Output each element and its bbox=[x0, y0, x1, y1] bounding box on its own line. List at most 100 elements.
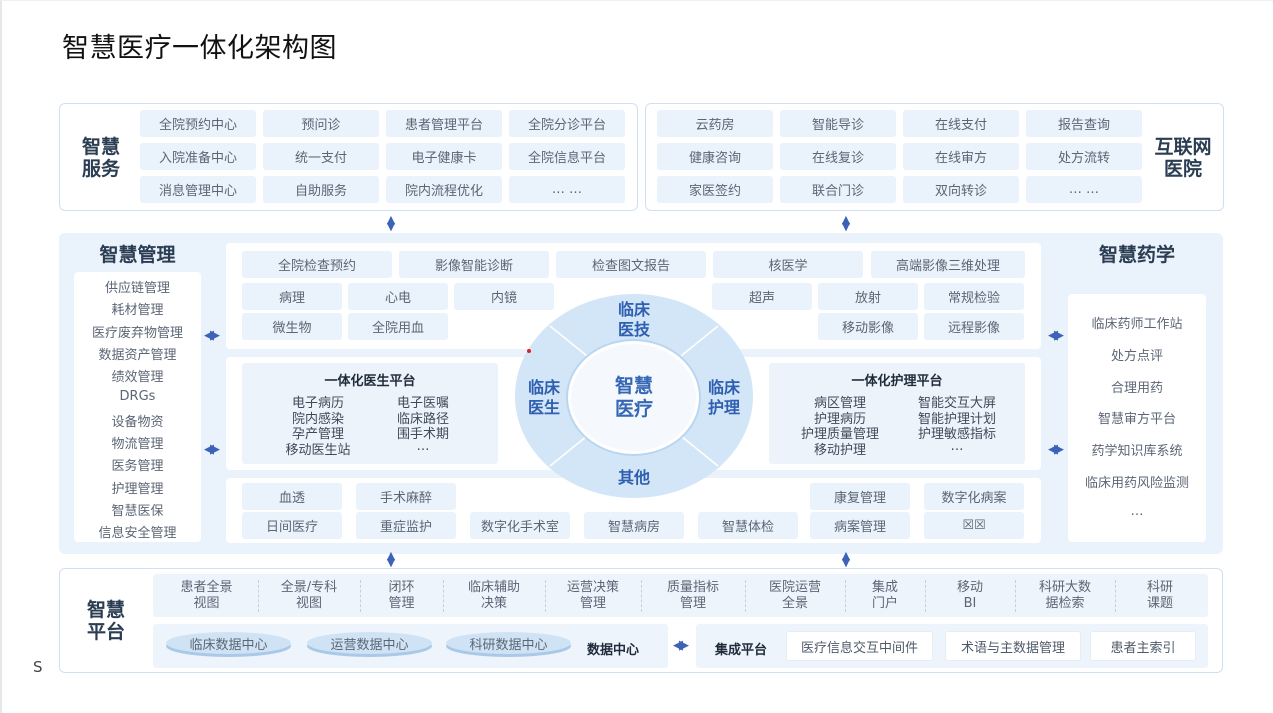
doctor-platform-item: 移动医生站 bbox=[285, 442, 351, 458]
capability-item: 患者全景视图 bbox=[180, 580, 233, 611]
others-item: 智慧病房 bbox=[584, 512, 684, 539]
red-marker-dot bbox=[527, 349, 531, 353]
internet-hospital-item: 智能导诊 bbox=[780, 110, 896, 137]
nursing-platform-item: 移动护理 bbox=[813, 442, 866, 458]
data-center-disk: 科研数据中心 bbox=[446, 632, 571, 654]
internet-hospital-item: 在线复诊 bbox=[780, 143, 896, 170]
capability-item: 闭环管理 bbox=[388, 580, 415, 611]
capability-item: 质量指标管理 bbox=[666, 580, 719, 611]
capability-item: 全景/专科视图 bbox=[280, 580, 338, 611]
internet-hospital-item: 云药房 bbox=[657, 110, 773, 137]
medtech-item: 高端影像三维处理 bbox=[871, 251, 1025, 278]
smart-service-item: 电子健康卡 bbox=[386, 143, 502, 170]
ring-label-clinical-medtech: 临床医技 bbox=[617, 300, 650, 339]
ring-dividers bbox=[549, 325, 719, 467]
medtech-item: 核医学 bbox=[713, 251, 863, 278]
ring-label-clinical-doctor: 临床医生 bbox=[527, 378, 560, 417]
nursing-platform-item: … bbox=[950, 438, 964, 454]
medtech-item: 检查图文报告 bbox=[556, 251, 706, 278]
capability-item: 科研大数据检索 bbox=[1038, 580, 1091, 611]
smart-service-item: 入院准备中心 bbox=[140, 143, 256, 170]
capability-item: 临床辅助决策 bbox=[467, 580, 520, 611]
page-title: 智慧医疗一体化架构图 bbox=[62, 33, 337, 64]
smart-pharmacy-item: 智慧审方平台 bbox=[1097, 412, 1176, 428]
nursing-platform-item: 护理质量管理 bbox=[800, 427, 879, 442]
smart-management-label: 智慧管理 bbox=[99, 244, 176, 266]
internet-hospital-item: 报告查询 bbox=[1026, 110, 1142, 137]
capability-separator bbox=[258, 580, 259, 612]
capability-separator bbox=[1115, 580, 1116, 612]
data-center-disk: 运营数据中心 bbox=[307, 632, 432, 654]
capability-separator bbox=[845, 580, 846, 612]
double-arrow-vertical-icon: ▲▼ bbox=[386, 549, 396, 569]
medtech-item: 远程影像 bbox=[924, 313, 1024, 340]
capability-item: 科研课题 bbox=[1146, 580, 1173, 611]
smart-management-item: 医疗废弃物管理 bbox=[91, 325, 183, 341]
capabilities-bar bbox=[153, 574, 1208, 617]
capability-item: 集成门户 bbox=[871, 580, 898, 611]
others-item: 康复管理 bbox=[810, 483, 910, 510]
medtech-item: 全院检查预约 bbox=[242, 251, 392, 278]
others-item: 智慧体检 bbox=[698, 512, 798, 539]
others-item: 日间医疗 bbox=[242, 512, 342, 539]
smart-service-item: 自助服务 bbox=[263, 176, 379, 203]
smart-pharmacy-label: 智慧药学 bbox=[1098, 244, 1175, 266]
smart-pharmacy-item: 合理用药 bbox=[1110, 380, 1163, 396]
ring-label-other: 其他 bbox=[617, 468, 650, 487]
smart-management-item: 信息安全管理 bbox=[98, 526, 177, 542]
doctor-platform-item: 电子病历 bbox=[291, 396, 344, 411]
doctor-platform-box bbox=[242, 363, 498, 464]
smart-service-item: 院内流程优化 bbox=[386, 176, 502, 203]
nursing-platform-title: 一体化护理平台 bbox=[851, 374, 943, 389]
smart-service-item: 全院分诊平台 bbox=[509, 110, 625, 137]
smart-management-item: 设备物资 bbox=[111, 414, 164, 430]
internet-hospital-item: 在线审方 bbox=[903, 143, 1019, 170]
double-arrow-horizontal-icon: ◀▶ bbox=[1048, 328, 1064, 343]
integration-item: 患者主索引 bbox=[1090, 631, 1196, 661]
capability-separator bbox=[745, 580, 746, 612]
integration-platform-label: 集成平台 bbox=[715, 643, 768, 658]
data-center-disk: 临床数据中心 bbox=[166, 632, 291, 654]
internet-hospital-item: 在线支付 bbox=[903, 110, 1019, 137]
double-arrow-horizontal-icon: ◀▶ bbox=[1048, 442, 1064, 457]
nursing-platform-item: 智能护理计划 bbox=[917, 411, 996, 427]
medtech-item: 全院用血 bbox=[348, 313, 448, 340]
doctor-platform-item: 围手术期 bbox=[396, 427, 449, 442]
medtech-item: 常规检验 bbox=[924, 283, 1024, 310]
nursing-platform-item: 智能交互大屏 bbox=[917, 396, 996, 411]
capability-separator bbox=[925, 580, 926, 612]
smart-pharmacy-item: … bbox=[1130, 503, 1144, 519]
ring-divider-line bbox=[680, 325, 719, 357]
others-item: 数字化病案 bbox=[924, 483, 1024, 510]
smart-service-item: 预问诊 bbox=[263, 110, 379, 137]
smart-management-item: 护理管理 bbox=[111, 481, 164, 497]
others-item: 重症监护 bbox=[356, 512, 456, 539]
nursing-platform-box bbox=[769, 363, 1025, 464]
double-arrow-horizontal-icon: ◀▶ bbox=[673, 638, 689, 653]
integration-item: 术语与主数据管理 bbox=[945, 631, 1081, 661]
double-arrow-vertical-icon: ▲▼ bbox=[841, 549, 851, 569]
smart-service-item: 统一支付 bbox=[263, 143, 379, 170]
medtech-item: 内镜 bbox=[454, 283, 554, 310]
doctor-platform-item: 院内感染 bbox=[291, 411, 344, 427]
smart-management-item: DRGs bbox=[119, 388, 156, 404]
capability-separator bbox=[443, 580, 444, 612]
smart-service-item: 全院预约中心 bbox=[140, 110, 256, 137]
core-label-smart-medical: 智慧医疗 bbox=[614, 375, 653, 420]
ring-divider-line bbox=[549, 325, 588, 357]
smart-pharmacy-list: 临床药师工作站处方点评合理用药智慧审方平台药学知识库系统临床用药风险监测… bbox=[1068, 294, 1206, 542]
smart-management-item: 智慧医保 bbox=[111, 504, 164, 519]
others-item: ☒☒ bbox=[924, 512, 1024, 539]
doctor-platform-item: … bbox=[416, 438, 430, 454]
internet-hospital-item: 家医签约 bbox=[657, 176, 773, 203]
medtech-item: 移动影像 bbox=[818, 313, 918, 340]
nursing-platform-item: 病区管理 bbox=[813, 396, 866, 411]
ring-label-clinical-nursing: 临床护理 bbox=[707, 378, 740, 417]
smart-pharmacy-item: 临床药师工作站 bbox=[1091, 317, 1183, 332]
stray-char: S bbox=[33, 658, 43, 676]
smart-service-item: 患者管理平台 bbox=[386, 110, 502, 137]
smart-management-item: 数据资产管理 bbox=[98, 347, 177, 363]
smart-platform-label: 智慧 平台 bbox=[86, 599, 125, 643]
